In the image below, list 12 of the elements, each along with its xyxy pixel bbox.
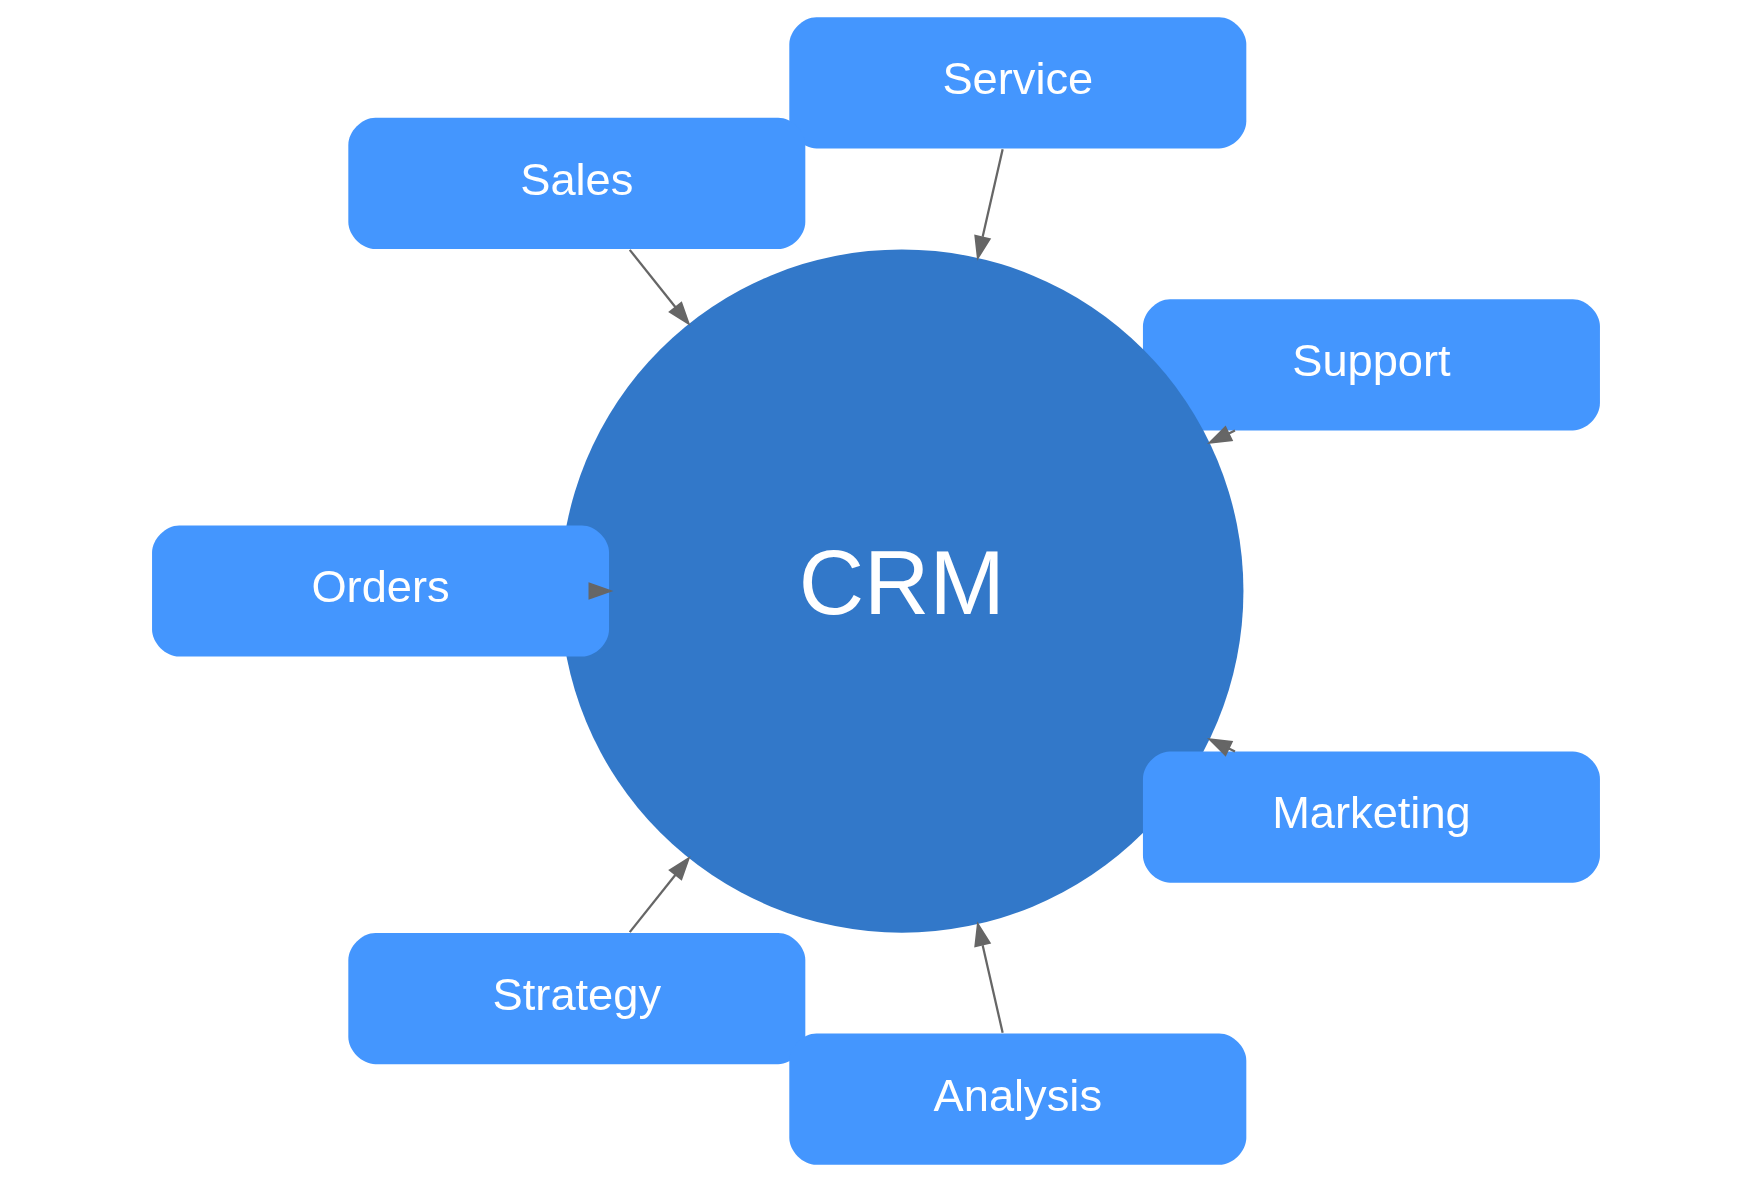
node-box: Service bbox=[788, 17, 1246, 149]
node-box: Analysis bbox=[788, 1033, 1246, 1165]
node-box: Marketing bbox=[1142, 751, 1600, 883]
node-box: Support bbox=[1142, 299, 1600, 431]
arrow bbox=[973, 921, 1004, 1033]
node-box: Strategy bbox=[347, 932, 805, 1065]
arrow bbox=[1206, 737, 1235, 757]
arrow bbox=[628, 855, 690, 933]
arrow bbox=[973, 149, 1004, 261]
arrow bbox=[628, 249, 690, 327]
node-box: Sales bbox=[347, 117, 805, 250]
arrow bbox=[1206, 425, 1235, 445]
